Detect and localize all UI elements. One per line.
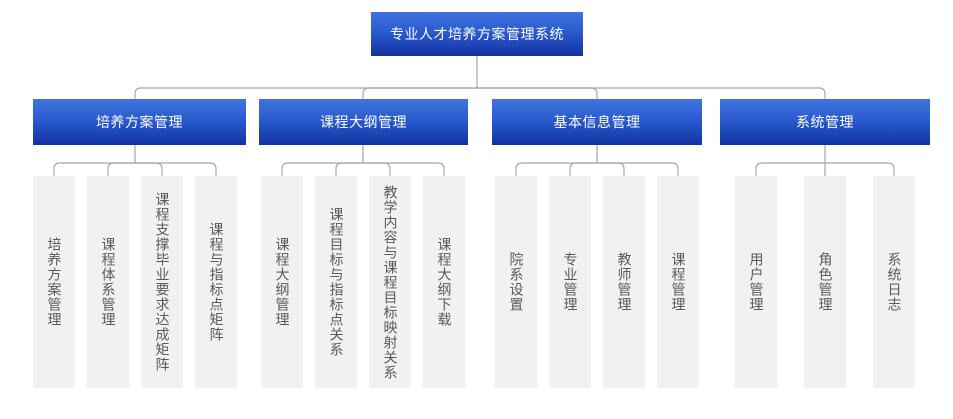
connector-group-2-child-2 (335, 162, 364, 177)
connector-root-to-group-2 (362, 87, 478, 100)
connector-group-3-child-2 (569, 162, 598, 177)
connector-group-1-child-2 (107, 162, 136, 177)
leaf-node-training-plan-management[interactable]: 培养方案管理 (33, 176, 75, 388)
group-node-basic-info[interactable]: 基本信息管理 (492, 99, 702, 145)
leaf-node-label: 用户管理 (748, 252, 765, 312)
leaf-node-label: 课程大纲管理 (274, 237, 291, 327)
leaf-node-course-graduation-matrix[interactable]: 课程支撑毕业要求达成矩阵 (141, 176, 183, 388)
connector-group-2-child-4 (362, 162, 445, 177)
leaf-node-label: 教师管理 (616, 252, 633, 312)
connector-root-to-group-3 (476, 87, 598, 100)
leaf-node-course-indicator-matrix[interactable]: 课程与指标点矩阵 (195, 176, 237, 388)
leaf-node-label: 课程支撑毕业要求达成矩阵 (154, 192, 171, 372)
leaf-node-course-goal-indicator-relation[interactable]: 课程目标与指标点关系 (315, 176, 357, 388)
leaf-node-label: 课程体系管理 (100, 237, 117, 327)
connector-group-4-child-3 (824, 162, 895, 177)
leaf-node-major-management[interactable]: 专业管理 (549, 176, 591, 388)
connector-group-1-child-1 (53, 162, 136, 177)
leaf-node-label: 课程管理 (670, 252, 687, 312)
group-node-label: 培养方案管理 (96, 114, 183, 130)
leaf-node-department-setup[interactable]: 院系设置 (495, 176, 537, 388)
connector-group-3-child-3 (596, 162, 625, 177)
root-node-system-title[interactable]: 专业人才培养方案管理系统 (371, 12, 583, 56)
leaf-node-user-management[interactable]: 用户管理 (735, 176, 777, 388)
leaf-node-label: 角色管理 (817, 252, 834, 312)
leaf-node-syllabus-download[interactable]: 课程大纲下载 (423, 176, 465, 388)
leaf-node-label: 教学内容与课程目标映射关系 (382, 184, 399, 380)
leaf-node-label: 系统日志 (886, 252, 903, 312)
leaf-node-role-management[interactable]: 角色管理 (804, 176, 846, 388)
leaf-node-label: 课程大纲下载 (436, 237, 453, 327)
root-node-label: 专业人才培养方案管理系统 (390, 26, 564, 42)
leaf-node-course-system-management[interactable]: 课程体系管理 (87, 176, 129, 388)
group-node-training-plan[interactable]: 培养方案管理 (33, 99, 246, 145)
group-node-label: 系统管理 (796, 114, 854, 130)
leaf-node-label: 专业管理 (562, 252, 579, 312)
connector-group-1-child-4 (134, 162, 217, 177)
group-node-syllabus[interactable]: 课程大纲管理 (259, 99, 468, 145)
group-node-label: 基本信息管理 (553, 114, 641, 130)
leaf-node-label: 培养方案管理 (46, 237, 63, 327)
leaf-node-content-goal-mapping[interactable]: 教学内容与课程目标映射关系 (369, 176, 411, 388)
leaf-node-system-log[interactable]: 系统日志 (873, 176, 915, 388)
group-node-label: 课程大纲管理 (320, 114, 407, 130)
leaf-node-label: 课程与指标点矩阵 (208, 222, 225, 342)
connector-root-to-group-1 (134, 87, 478, 100)
leaf-node-syllabus-management[interactable]: 课程大纲管理 (261, 176, 303, 388)
connector-group-3-child-1 (515, 162, 598, 177)
connector-group-4-child-1 (755, 162, 826, 177)
leaf-node-teacher-management[interactable]: 教师管理 (603, 176, 645, 388)
connector-group-3-child-4 (596, 162, 679, 177)
group-node-system-management[interactable]: 系统管理 (720, 99, 930, 145)
connector-group-2-child-1 (281, 162, 364, 177)
leaf-node-label: 院系设置 (508, 252, 525, 312)
connector-root-to-group-4 (476, 87, 826, 100)
connector-group-2-child-3 (362, 162, 391, 177)
leaf-node-label: 课程目标与指标点关系 (328, 207, 345, 357)
leaf-node-course-management[interactable]: 课程管理 (657, 176, 699, 388)
connector-group-1-child-3 (134, 162, 163, 177)
